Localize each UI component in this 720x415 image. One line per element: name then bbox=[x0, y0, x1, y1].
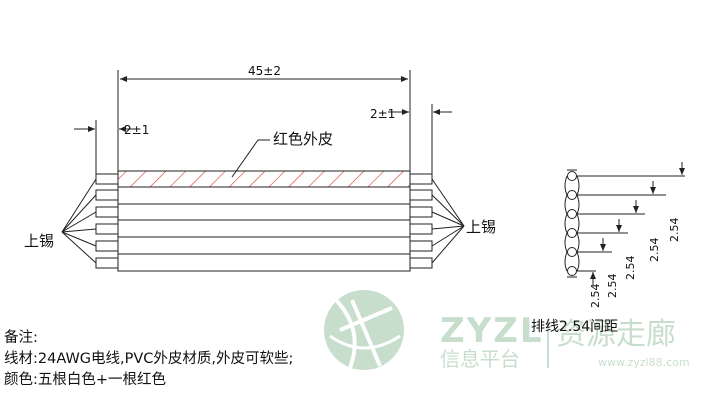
pitch-label: 2.54 bbox=[668, 218, 681, 243]
watermark-url: www.zyzl88.com bbox=[598, 356, 690, 369]
conductor-4 bbox=[567, 228, 577, 238]
dim-total-text: 45±2 bbox=[248, 64, 281, 78]
tin-label-left: 上锡 bbox=[24, 232, 54, 250]
notes-wire-spec: 线材:24AWG电线,PVC外皮材质,外皮可软些; bbox=[4, 351, 294, 367]
pitch-label: 2.54 bbox=[624, 256, 637, 281]
cross-section-view bbox=[564, 162, 685, 285]
right-wire-ends bbox=[409, 173, 465, 269]
red-jacket-strip bbox=[117, 170, 411, 188]
watermark-brand-latin: ZYZL bbox=[440, 311, 544, 351]
dim-right-text: 2±1 bbox=[370, 107, 395, 121]
jacket-leader bbox=[231, 139, 270, 178]
pitch-caption: 排线2.54间距 bbox=[531, 319, 618, 335]
notes-color-spec: 颜色:五根白色+一根红色 bbox=[4, 372, 167, 388]
watermark-brand-cn-left: 信息平台 bbox=[440, 347, 520, 371]
jacket-label: 红色外皮 bbox=[273, 130, 333, 148]
conductor-3 bbox=[567, 209, 577, 219]
pitch-dimension-labels: 2.54 2.54 2.54 2.54 2.54 bbox=[589, 218, 681, 309]
cable-side-view bbox=[61, 70, 465, 272]
tin-label-right: 上锡 bbox=[466, 218, 496, 236]
notes-heading: 备注: bbox=[4, 330, 38, 346]
notes-block: 备注: 线材:24AWG电线,PVC外皮材质,外皮可软些; 颜色:五根白色+一根… bbox=[4, 328, 293, 391]
dim-left-text: 2±1 bbox=[124, 123, 149, 137]
conductor-6 bbox=[567, 266, 577, 276]
pitch-label: 2.54 bbox=[606, 274, 619, 299]
watermark-brand-cn-right: 资源走廊 bbox=[556, 317, 676, 352]
pitch-label: 2.54 bbox=[648, 238, 661, 263]
watermark-logo-icon bbox=[324, 290, 404, 370]
conductor-1 bbox=[567, 171, 577, 181]
left-wire-ends bbox=[61, 173, 119, 269]
conductor-2 bbox=[567, 190, 577, 200]
conductor-5 bbox=[567, 247, 577, 257]
watermark: ZYZL 信息平台 资源走廊 www.zyzl88.com bbox=[324, 290, 690, 371]
pitch-label: 2.54 bbox=[589, 284, 602, 309]
